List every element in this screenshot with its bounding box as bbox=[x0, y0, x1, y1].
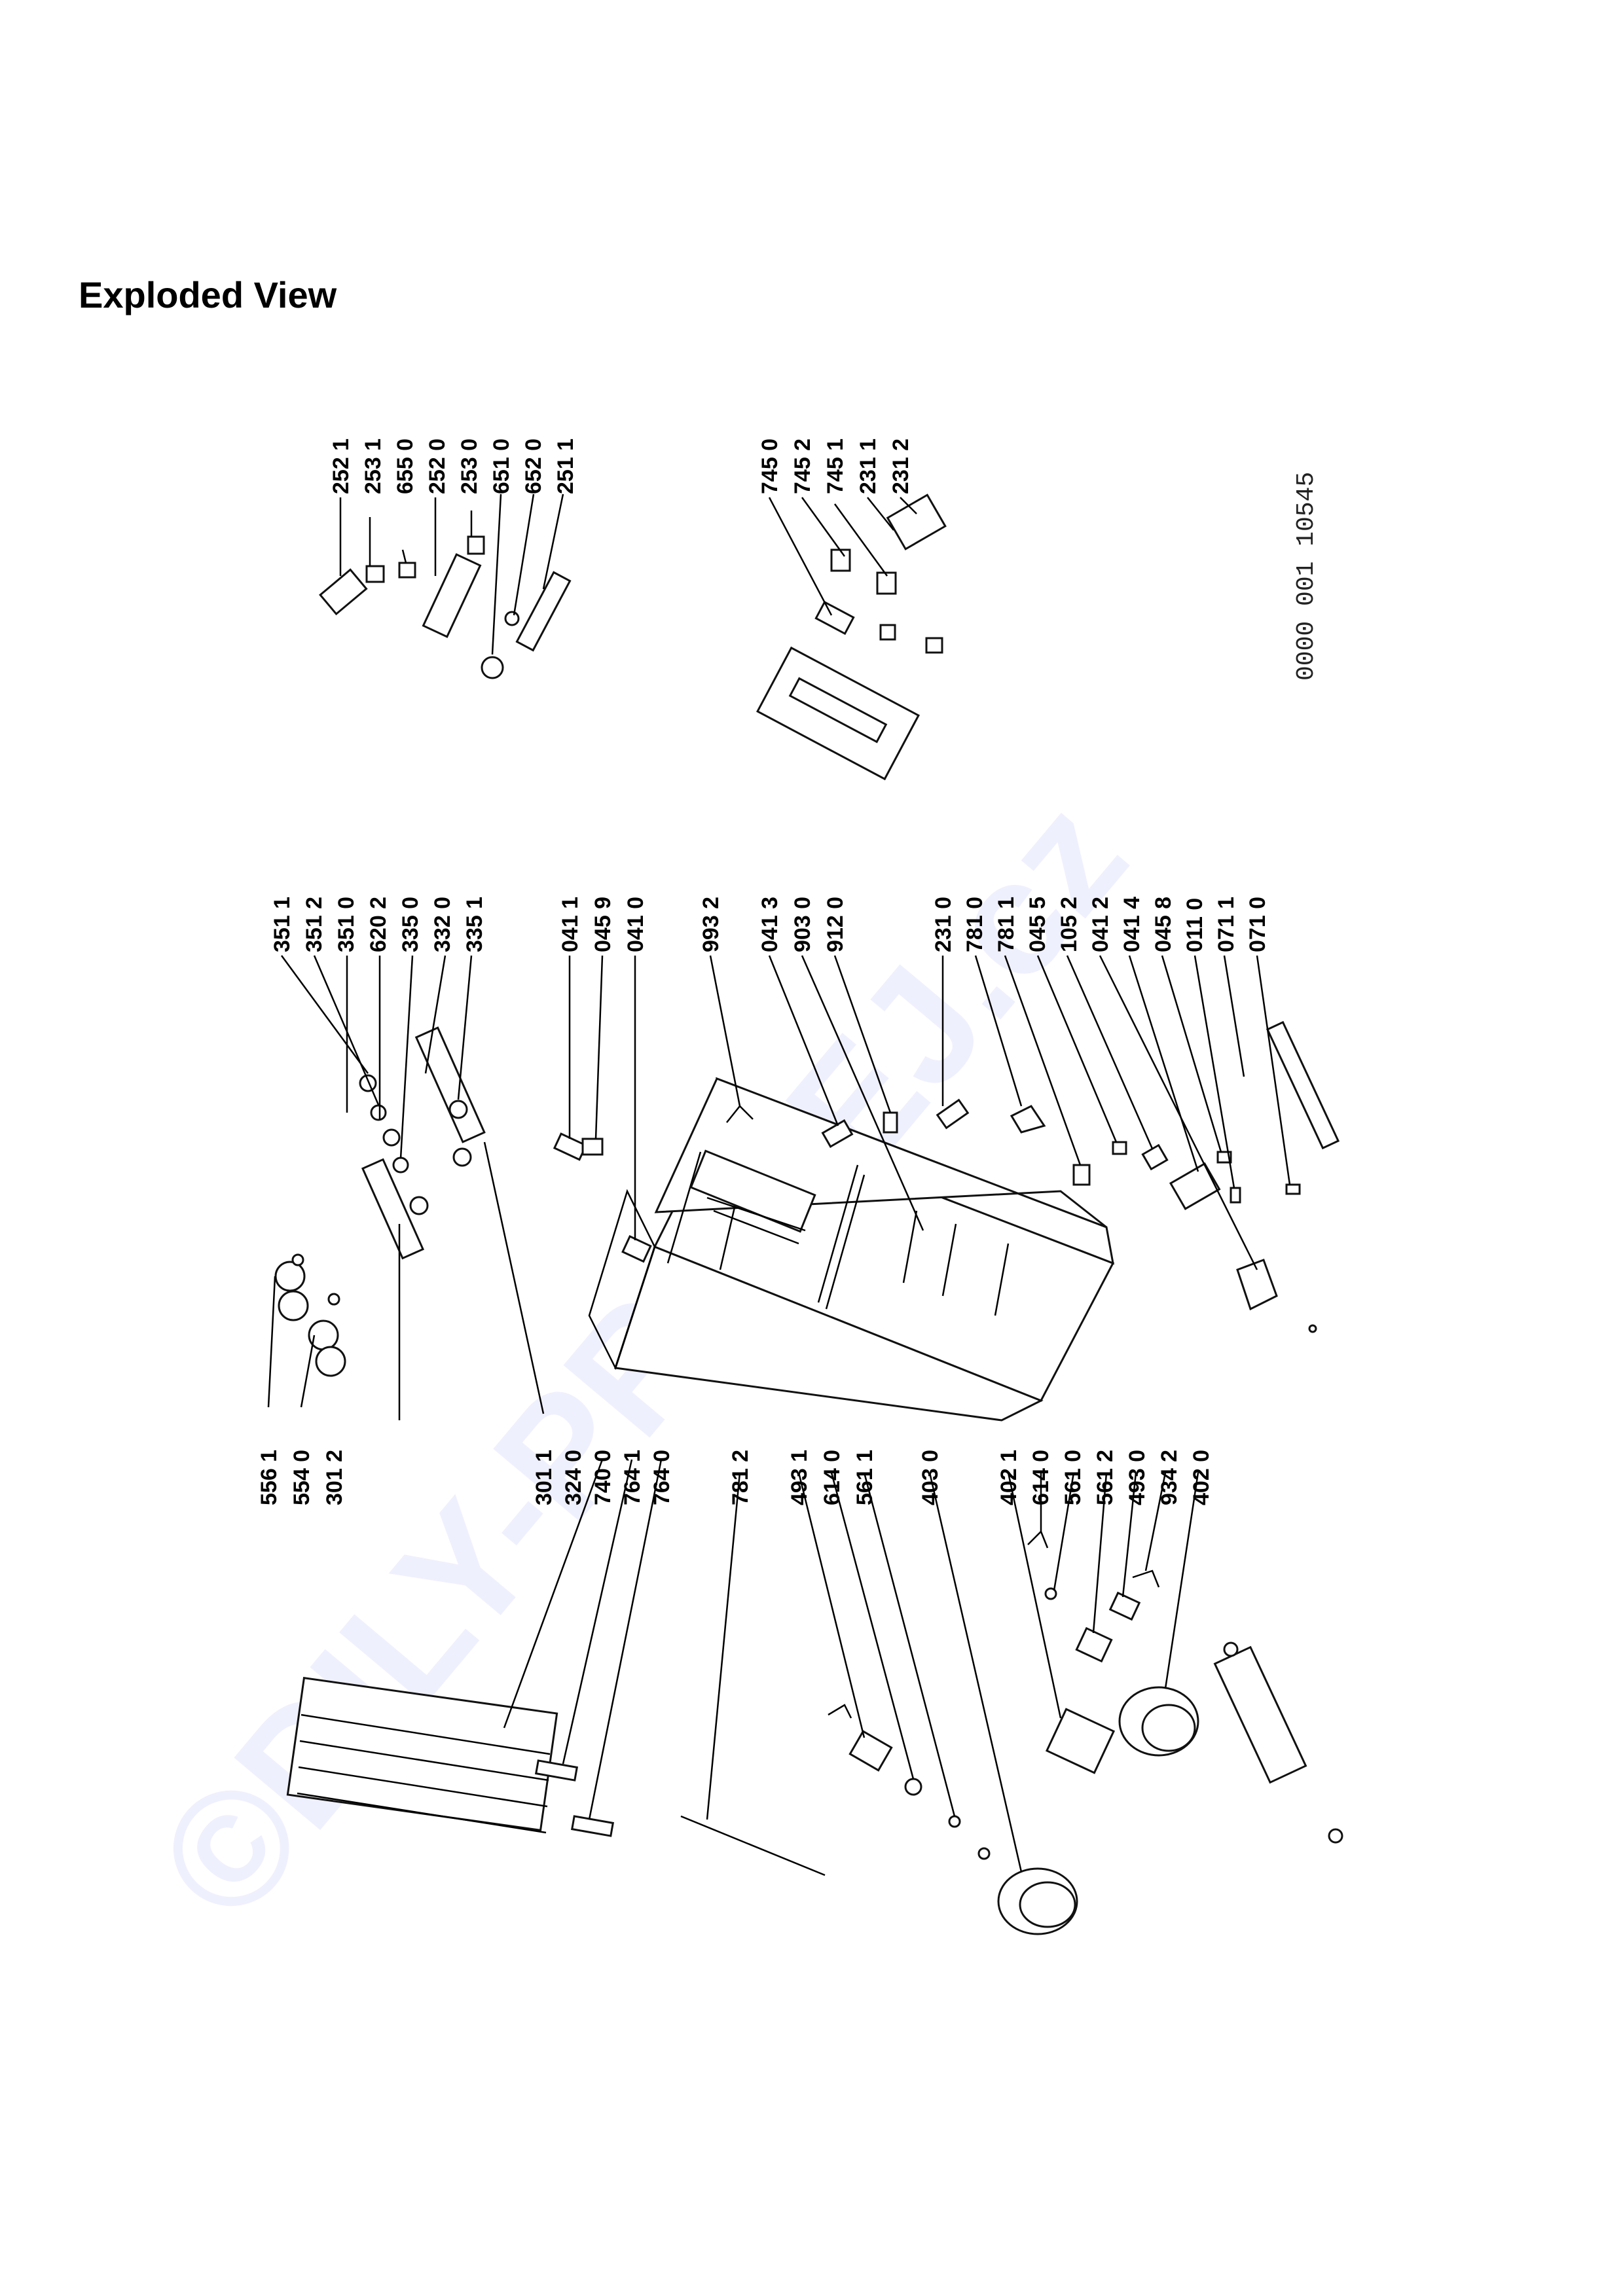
part-label-5611: 561 1 bbox=[852, 1450, 877, 1505]
part-label-3320: 332 0 bbox=[430, 897, 455, 952]
part-label-9120: 912 0 bbox=[823, 897, 848, 952]
part-labels: 252 1 253 1 655 0 252 0 253 0 651 0 652 0 251 1… bbox=[257, 439, 1270, 1505]
part-label-7812: 781 2 bbox=[728, 1450, 753, 1505]
part-label-0110: 011 0 bbox=[1182, 898, 1207, 952]
part-label-3240: 324 0 bbox=[561, 1450, 586, 1505]
part-label-9932: 993 2 bbox=[699, 897, 723, 952]
part-label-7640: 764 0 bbox=[649, 1450, 674, 1505]
part-label-5612: 561 2 bbox=[1093, 1450, 1118, 1505]
part-label-9030: 903 0 bbox=[790, 897, 815, 952]
part-label-4021: 402 1 bbox=[996, 1450, 1021, 1505]
part-label-0414: 041 4 bbox=[1120, 897, 1144, 952]
part-label-3011: 301 1 bbox=[532, 1450, 556, 1505]
part-label-2311: 231 1 bbox=[856, 439, 881, 494]
part-label-2521: 252 1 bbox=[329, 439, 354, 494]
part-label-6202: 620 2 bbox=[366, 897, 391, 952]
part-label-6140: 614 0 bbox=[1029, 1450, 1053, 1505]
part-label-7811: 781 1 bbox=[994, 897, 1019, 952]
part-shapes bbox=[274, 493, 1343, 1935]
part-label-0710: 071 0 bbox=[1245, 897, 1270, 952]
part-label-2520: 252 0 bbox=[425, 439, 450, 494]
part-label-0413: 041 3 bbox=[757, 897, 782, 952]
part-label-2310: 231 0 bbox=[931, 897, 956, 952]
part-label-4020: 402 0 bbox=[1189, 1450, 1214, 1505]
part-label-0455: 045 5 bbox=[1025, 897, 1050, 952]
part-label-7810: 781 0 bbox=[962, 897, 987, 952]
part-label-0412: 041 2 bbox=[1088, 897, 1113, 952]
part-label-4930: 493 0 bbox=[1125, 1450, 1150, 1505]
part-label-6140: 614 0 bbox=[820, 1450, 845, 1505]
part-label-3511: 351 1 bbox=[270, 897, 295, 952]
part-label-1052: 105 2 bbox=[1057, 897, 1082, 952]
part-label-7452: 745 2 bbox=[790, 439, 815, 494]
part-label-0711: 071 1 bbox=[1214, 897, 1239, 952]
part-label-0410: 041 0 bbox=[623, 897, 648, 952]
part-label-7450: 745 0 bbox=[757, 439, 782, 494]
part-label-0459: 045 9 bbox=[591, 897, 615, 952]
part-label-2312: 231 2 bbox=[888, 439, 913, 494]
part-label-2530: 253 0 bbox=[457, 439, 482, 494]
part-label-7400: 740 0 bbox=[591, 1450, 615, 1505]
part-label-0411: 041 1 bbox=[558, 897, 583, 952]
part-label-3350: 335 0 bbox=[398, 897, 423, 952]
part-label-6550: 655 0 bbox=[393, 439, 418, 494]
part-label-9342: 934 2 bbox=[1157, 1450, 1182, 1505]
part-label-2511: 251 1 bbox=[553, 439, 578, 494]
part-label-5540: 554 0 bbox=[289, 1450, 314, 1505]
part-label-2531: 253 1 bbox=[361, 439, 386, 494]
part-label-4931: 493 1 bbox=[787, 1450, 812, 1505]
part-label-6510: 651 0 bbox=[489, 439, 514, 494]
page-title: Exploded View bbox=[79, 274, 337, 315]
part-label-3510: 351 0 bbox=[334, 897, 359, 952]
part-label-5561: 556 1 bbox=[257, 1450, 282, 1505]
part-label-3012: 301 2 bbox=[322, 1450, 347, 1505]
part-label-5610: 561 0 bbox=[1061, 1450, 1085, 1505]
drawing-number: 0000 001 10545 bbox=[1292, 472, 1321, 681]
leader-lines bbox=[267, 493, 1291, 1873]
part-label-7451: 745 1 bbox=[823, 439, 848, 494]
part-label-6520: 652 0 bbox=[521, 439, 546, 494]
part-label-4030: 403 0 bbox=[918, 1450, 943, 1505]
part-label-3512: 351 2 bbox=[302, 897, 327, 952]
fridge-cabinet bbox=[588, 1077, 1115, 1422]
part-label-0458: 045 8 bbox=[1151, 897, 1176, 952]
part-label-7641: 764 1 bbox=[620, 1450, 645, 1505]
part-label-3351: 335 1 bbox=[462, 897, 487, 952]
